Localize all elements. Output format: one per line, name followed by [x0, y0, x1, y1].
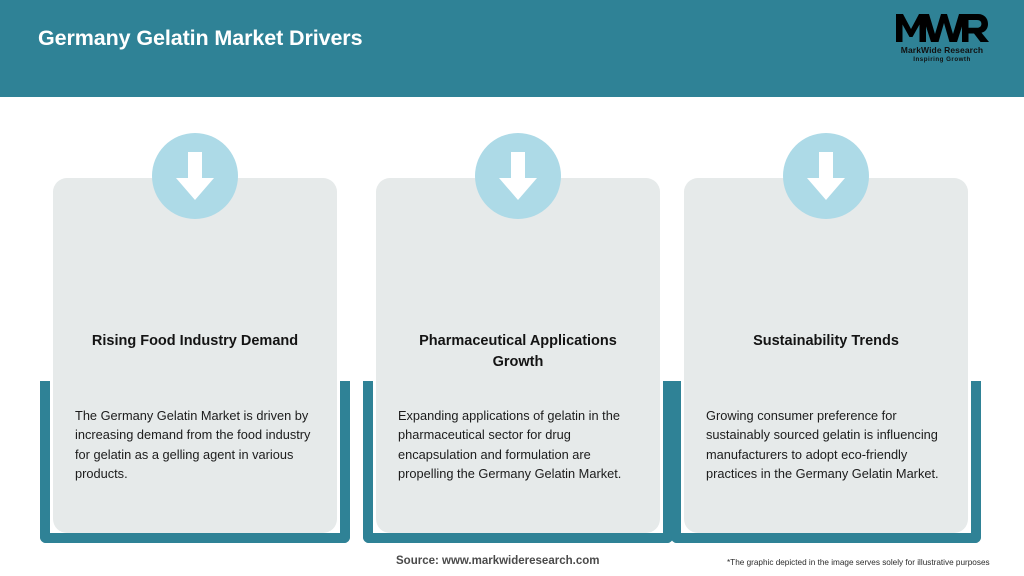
card-body-text: The Germany Gelatin Market is driven by …	[75, 408, 311, 482]
illustrative-disclaimer: *The graphic depicted in the image serve…	[727, 558, 990, 567]
card-body-text: Growing consumer preference for sustaina…	[706, 408, 939, 482]
card-panel: Rising Food Industry Demand The Germany …	[53, 178, 337, 533]
down-arrow-icon	[475, 133, 561, 219]
card-title: Pharmaceutical Applications Growth	[419, 333, 617, 370]
down-arrow-glyph	[176, 152, 214, 200]
down-arrow-glyph	[499, 152, 537, 200]
driver-card-2: Pharmaceutical Applications Growth Expan…	[363, 97, 673, 543]
page-title: Germany Gelatin Market Drivers	[38, 26, 363, 50]
source-attribution: Source: www.markwideresearch.com	[396, 555, 600, 567]
down-arrow-icon	[152, 133, 238, 219]
brand-logo: MarkWide Research Inspiring Growth	[882, 10, 1002, 66]
driver-card-3: Sustainability Trends Growing consumer p…	[671, 97, 981, 543]
card-body-text: Expanding applications of gelatin in the…	[398, 408, 622, 482]
card-bracket	[671, 381, 981, 543]
drivers-card-group: Rising Food Industry Demand The Germany …	[0, 97, 1024, 543]
card-title: Rising Food Industry Demand	[91, 333, 299, 349]
down-arrow-glyph	[807, 152, 845, 200]
header-bar: Germany Gelatin Market Drivers MarkWide …	[0, 0, 1024, 97]
card-title: Sustainability Trends	[753, 333, 899, 349]
logo-tagline: Inspiring Growth	[913, 56, 971, 63]
driver-card-1: Rising Food Industry Demand The Germany …	[40, 97, 350, 543]
card-panel: Pharmaceutical Applications Growth Expan…	[376, 178, 660, 533]
card-bracket	[40, 381, 350, 543]
card-bracket	[363, 381, 673, 543]
mwr-logo-icon	[896, 14, 989, 42]
card-panel: Sustainability Trends Growing consumer p…	[684, 178, 968, 533]
logo-company-name: MarkWide Research	[900, 45, 984, 55]
down-arrow-icon	[783, 133, 869, 219]
